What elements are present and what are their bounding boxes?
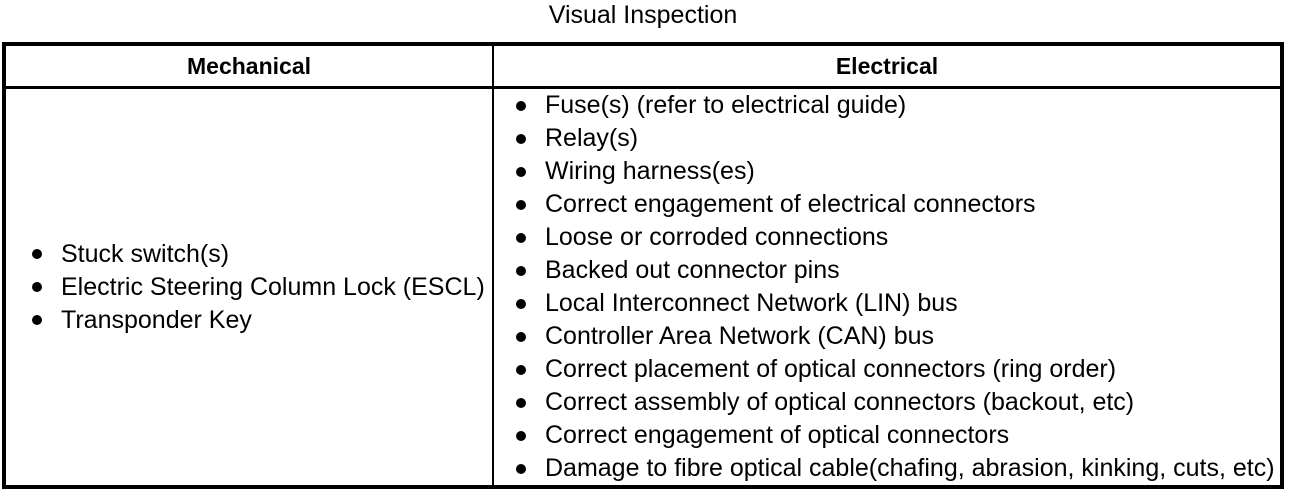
list-item: Correct assembly of optical connectors (… bbox=[516, 386, 1280, 419]
bullet-icon bbox=[516, 265, 526, 276]
list-item: Correct engagement of optical connectors bbox=[516, 419, 1280, 452]
mechanical-item-list: Stuck switch(s) Electric Steering Column… bbox=[6, 238, 485, 337]
list-item: Backed out connector pins bbox=[516, 254, 1280, 287]
list-item-label: Fuse(s) (refer to electrical guide) bbox=[545, 91, 907, 119]
list-item: Local Interconnect Network (LIN) bus bbox=[516, 287, 1280, 320]
visual-inspection-table: Mechanical Electrical Stuck switch(s) bbox=[2, 42, 1284, 489]
list-item: Controller Area Network (CAN) bus bbox=[516, 320, 1280, 353]
list-item-label: Transponder Key bbox=[61, 305, 252, 334]
list-item: Relay(s) bbox=[516, 122, 1280, 155]
bullet-icon bbox=[516, 100, 526, 111]
list-item: Damage to fibre optical cable(chafing, a… bbox=[516, 452, 1280, 485]
page-title: Visual Inspection bbox=[548, 1, 738, 29]
bullet-icon bbox=[516, 463, 526, 474]
list-item-label: Loose or corroded connections bbox=[545, 223, 889, 251]
list-item: Electric Steering Column Lock (ESCL) bbox=[32, 271, 485, 304]
table-body-row: Stuck switch(s) Electric Steering Column… bbox=[6, 89, 1280, 485]
bullet-icon bbox=[32, 315, 42, 325]
list-item-label: Controller Area Network (CAN) bus bbox=[545, 322, 935, 350]
list-item-label: Correct assembly of optical connectors (… bbox=[545, 388, 1135, 416]
bullet-icon bbox=[516, 298, 526, 309]
list-item-label: Local Interconnect Network (LIN) bus bbox=[545, 289, 958, 317]
bullet-icon bbox=[516, 133, 526, 144]
list-item-label: Stuck switch(s) bbox=[61, 239, 230, 268]
table-header-row: Mechanical Electrical bbox=[6, 46, 1280, 89]
bullet-icon bbox=[32, 249, 42, 259]
list-item: Loose or corroded connections bbox=[516, 221, 1280, 254]
list-item: Correct placement of optical connectors … bbox=[516, 353, 1280, 386]
electrical-cell: Fuse(s) (refer to electrical guide) Rela… bbox=[494, 89, 1280, 485]
list-item: Stuck switch(s) bbox=[32, 238, 485, 271]
list-item: Wiring harness(es) bbox=[516, 155, 1280, 188]
list-item-label: Electric Steering Column Lock (ESCL) bbox=[61, 272, 485, 301]
list-item-label: Correct engagement of optical connectors bbox=[545, 421, 1010, 449]
bullet-icon bbox=[516, 199, 526, 210]
column-header-mechanical: Mechanical bbox=[6, 46, 494, 86]
list-item-label: Correct engagement of electrical connect… bbox=[545, 190, 1036, 218]
bullet-icon bbox=[32, 282, 42, 292]
list-item-label: Relay(s) bbox=[545, 124, 639, 152]
bullet-icon bbox=[516, 331, 526, 342]
list-item-label: Wiring harness(es) bbox=[545, 157, 755, 185]
bullet-icon bbox=[516, 166, 526, 177]
list-item-label: Backed out connector pins bbox=[545, 256, 840, 284]
bullet-icon bbox=[516, 232, 526, 243]
list-item-label: Damage to fibre optical cable(chafing, a… bbox=[545, 454, 1275, 482]
list-item: Fuse(s) (refer to electrical guide) bbox=[516, 89, 1280, 122]
bullet-icon bbox=[516, 364, 526, 375]
electrical-item-list: Fuse(s) (refer to electrical guide) Rela… bbox=[494, 89, 1280, 485]
bullet-icon bbox=[516, 397, 526, 408]
bullet-icon bbox=[516, 430, 526, 441]
column-header-electrical: Electrical bbox=[835, 52, 939, 79]
list-item-label: Correct placement of optical connectors … bbox=[545, 355, 1117, 383]
list-item: Correct engagement of electrical connect… bbox=[516, 188, 1280, 221]
list-item: Transponder Key bbox=[32, 304, 485, 337]
mechanical-cell: Stuck switch(s) Electric Steering Column… bbox=[6, 89, 494, 485]
